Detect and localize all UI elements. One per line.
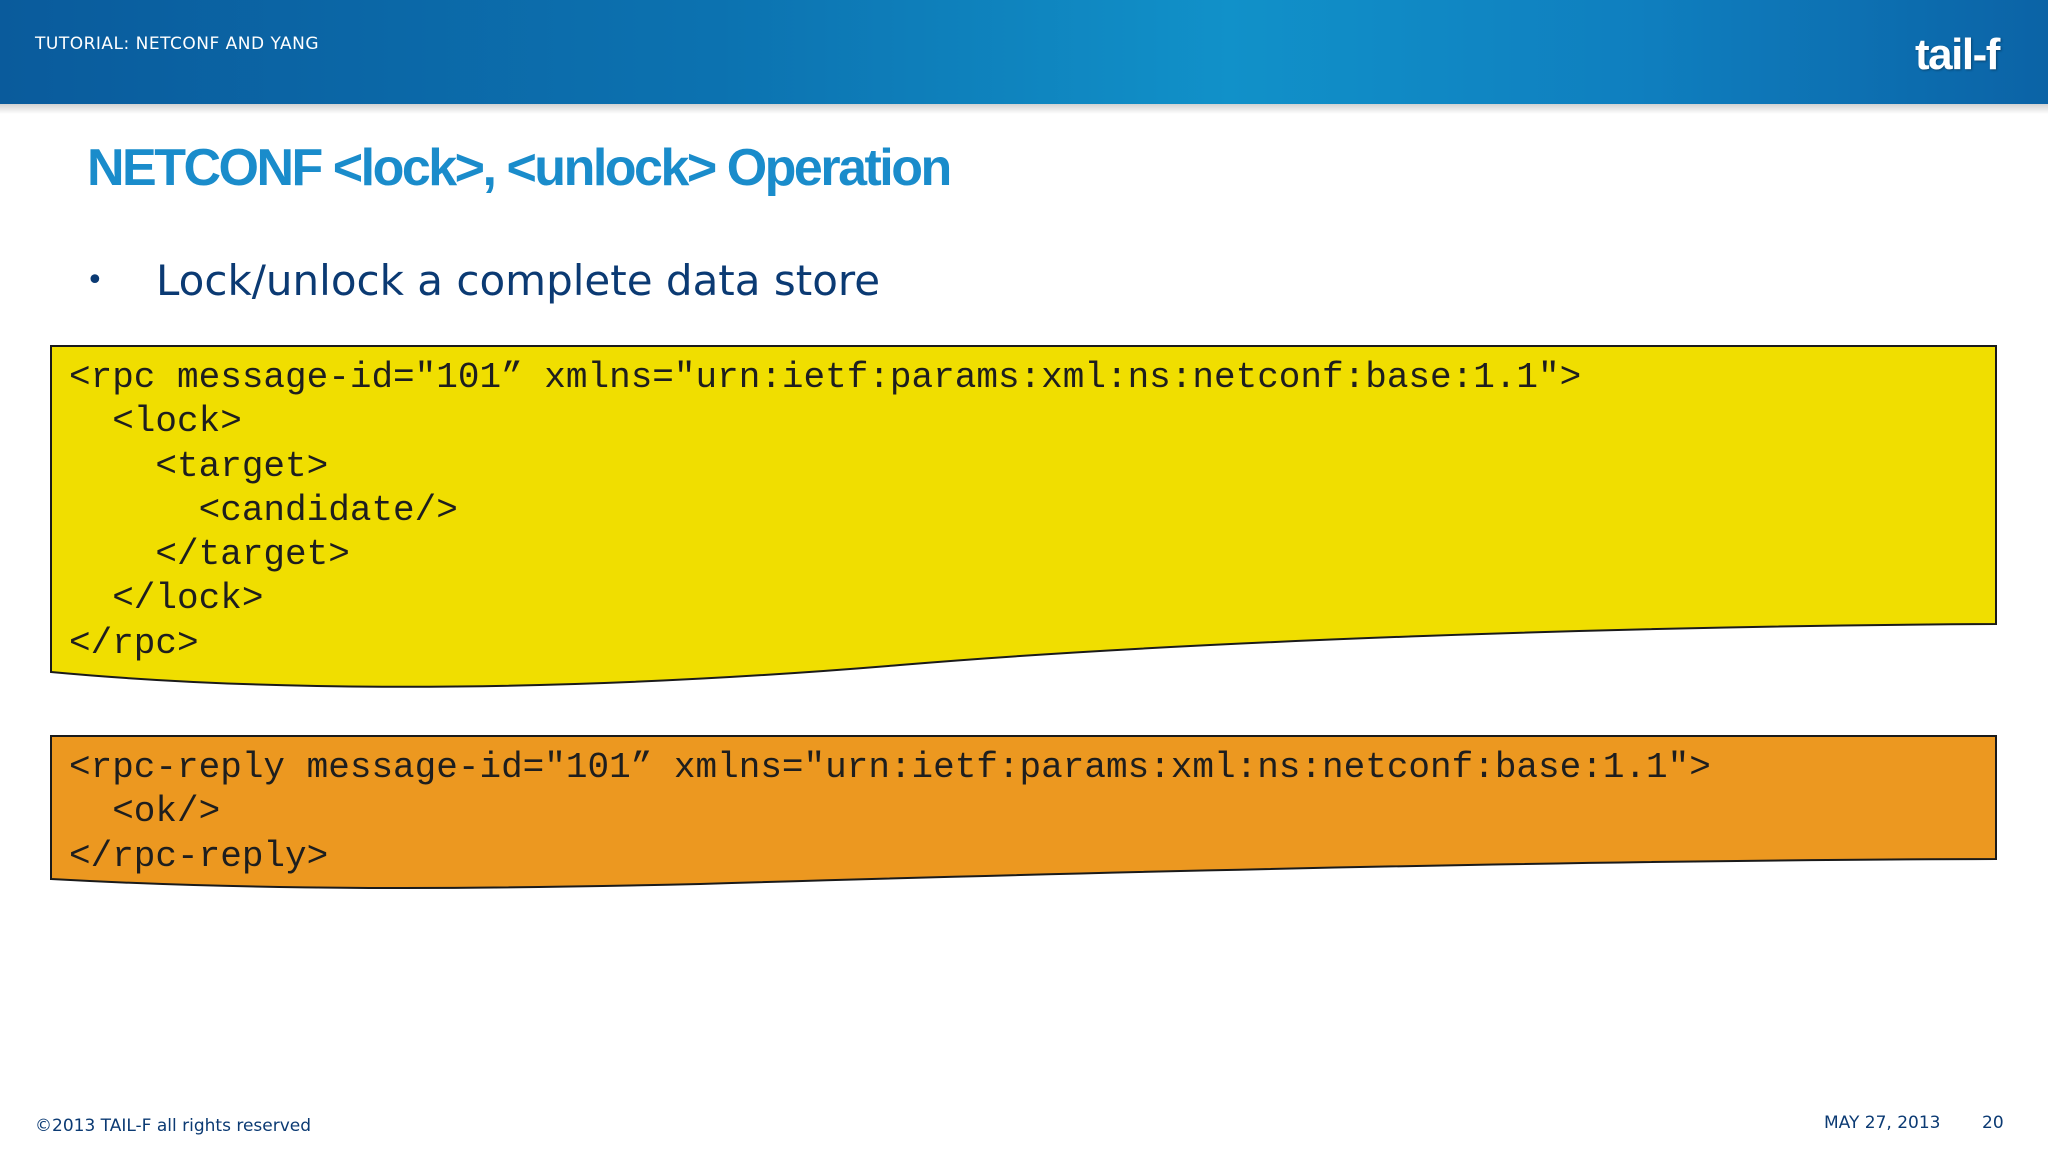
rpc-reply-shape	[50, 735, 1997, 890]
code-line: <lock>	[69, 401, 242, 443]
bullet-text: Lock/unlock a complete data store	[156, 256, 881, 305]
code-line: <target>	[69, 445, 329, 487]
tail-f-logo: tail-f	[1915, 30, 2000, 79]
rpc-request-code: <rpc message-id="101” xmlns="urn:ietf:pa…	[69, 356, 1581, 666]
bullet-item: • Lock/unlock a complete data store	[86, 255, 880, 307]
footer-date: MAY 27, 2013	[1824, 1113, 1941, 1133]
code-line: <ok/>	[69, 791, 221, 833]
code-line: </target>	[69, 534, 350, 576]
code-line: </rpc-reply>	[69, 835, 329, 877]
copyright-text: ©2013 TAIL-F all rights reserved	[35, 1116, 312, 1136]
rpc-request-shape	[50, 345, 1997, 688]
code-line: <rpc message-id="101” xmlns="urn:ietf:pa…	[69, 357, 1582, 398]
code-line: </lock>	[69, 578, 264, 620]
bullet-marker: •	[86, 263, 104, 298]
slide-title: NETCONF <lock>, <unlock> Operation	[87, 139, 952, 197]
code-line: <candidate/>	[69, 489, 458, 531]
rpc-reply-code: <rpc-reply message-id="101” xmlns="urn:i…	[69, 746, 1711, 879]
tutorial-title: TUTORIAL: NETCONF AND YANG	[35, 34, 320, 54]
code-line: <rpc-reply message-id="101” xmlns="urn:i…	[69, 747, 1711, 788]
code-line: </rpc>	[69, 622, 199, 664]
header-bar	[0, 0, 2048, 104]
page-number: 20	[1982, 1113, 2004, 1133]
header-shadow	[0, 104, 2048, 114]
